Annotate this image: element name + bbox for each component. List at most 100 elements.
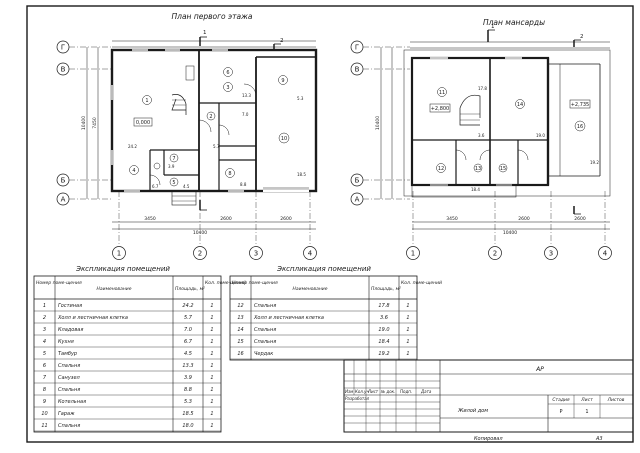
plan2-title: План мансарды [483,18,545,27]
table-cell: 19.0 [378,327,389,333]
axis-bubble-4: 4 [598,246,612,260]
table-cell: Спальня [254,303,276,309]
room-area: 7.0 [242,112,249,117]
room-area: 18.5 [297,172,306,177]
table-cell: 1 [210,339,213,345]
axis-bubble-1: 1 [112,246,126,260]
table-cell: 16 [237,351,243,357]
svg-text:5: 5 [172,180,175,186]
table-cell: 12 [237,303,243,309]
room-marker-10: 10 [278,132,290,144]
table-cell: 1 [210,315,213,321]
table-cell: Спальня [58,363,80,369]
table-cell: 8.8 [184,387,192,393]
table-cell: Холл и лестничная клетка [253,315,324,321]
table-cell: 6.7 [184,339,193,345]
svg-text:2: 2 [493,250,497,258]
stamp-developer: Разработал [345,396,370,401]
table-cell: Санузел [58,375,81,381]
door-swing [455,149,467,161]
project-name: Жилой дом [457,408,488,414]
room-marker-5: 5 [169,177,179,187]
dimension-total-bottom: 10400 [503,230,517,236]
table-cell: 6 [43,363,46,369]
axis-bubble-b: Б [350,173,364,187]
axis-bubble-2: 2 [193,246,207,260]
room-marker-2: 2 [206,111,216,121]
table-cell: 1 [210,411,213,417]
title-block: АР Изм Кол.уч Лист № док. Подп. Дата Раз… [343,359,634,433]
stamp-header: Дата [420,389,432,394]
svg-text:А: А [61,196,66,204]
svg-text:4: 4 [308,250,313,258]
svg-text:3: 3 [549,250,553,258]
table-cell: 15 [237,339,243,345]
stamp-header: № док. [380,389,395,394]
svg-text:13: 13 [475,166,481,172]
table-cell: 4 [43,339,46,345]
axis-bubble-3: 3 [249,246,263,260]
room-area: 5.7 [213,144,220,149]
room-marker-4: 4 [129,165,139,175]
table-cell: 14 [237,327,243,333]
level-mark-box [569,99,591,109]
title-block-frame [343,359,634,433]
col-header: Номер поме-щения [232,280,278,286]
table-cell: 3 [43,327,46,333]
attic-plan: План мансарды 1 2 Г В Б А 10400 [350,18,612,260]
room-marker-8: 8 [225,168,235,178]
dimension-bottom: 2600 [220,216,232,222]
col-header: Наименование [293,286,328,292]
col-header: Номер поме-щения [36,280,82,286]
room-marker-6: 6 [223,67,233,77]
svg-text:Б: Б [355,177,360,185]
fixture [185,65,195,81]
room-area: 18.4 [471,187,480,192]
room-schedule-1: Экспликация помещений Номер поме-щения Н… [33,265,246,433]
room-marker-3: 3 [223,82,233,92]
room-area: 4.5 [183,184,190,189]
table-cell: Спальня [58,423,80,429]
door-swing [198,119,212,133]
dimension-bottom: 2600 [574,216,586,222]
svg-text:15: 15 [500,166,506,172]
room-area: 17.8 [478,86,487,91]
table-cell: 1 [210,399,213,405]
axis-bubble-v: В [56,62,70,76]
table-cell: 4.5 [184,351,192,357]
door-swing [149,174,161,186]
table-cell: 1 [210,351,213,357]
first-floor-plan: План первого этажа 1 2 Г В Б А [56,12,318,260]
staircase [171,94,187,115]
table-cell: 19.2 [378,351,389,357]
drawing-code: АР [535,366,544,373]
col-header: Кол. поме-щений [205,280,246,286]
room-marker-16: 16 [574,120,586,132]
axis-bubble-2: 2 [488,246,502,260]
level-mark: 0,000 [136,120,150,126]
room-marker-15: 15 [498,163,508,173]
room-area: 3.9 [168,164,175,169]
table-cell: 3.9 [184,375,192,381]
fixture [153,162,161,170]
table-cell: 18.5 [182,411,193,417]
stamp-header: Лист [367,389,379,394]
axis-bubble-v: В [350,62,364,76]
table-cell: 1 [210,303,213,309]
svg-text:Б: Б [61,177,66,185]
dimension-bottom: 3450 [446,216,458,222]
table-cell: 1 [406,315,409,321]
table-cell: 1 [406,351,409,357]
col-header: Наименование [97,286,132,292]
table-cell: 1 [210,363,213,369]
svg-text:12: 12 [438,166,444,172]
svg-text:11: 11 [439,90,445,96]
table-cell: Чердак [254,351,273,357]
svg-text:14: 14 [517,102,523,108]
room-marker-9: 9 [278,75,288,85]
table-cell: 18.4 [378,339,389,345]
svg-text:3: 3 [226,85,229,91]
room-area: 19.2 [590,160,599,165]
